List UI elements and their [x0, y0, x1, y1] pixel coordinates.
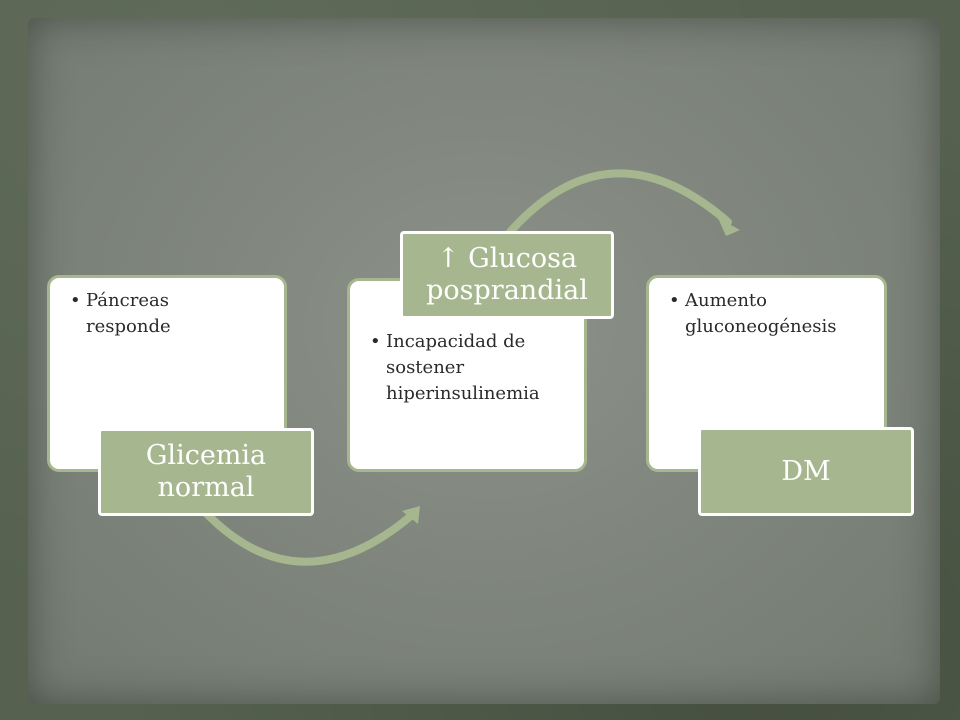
- arrow-bottom-head: [402, 506, 420, 524]
- step2-label-line2: posprandial: [426, 275, 588, 306]
- step2-bullet: Incapacidad de sostener hiperinsulinemia: [370, 329, 570, 407]
- arrow-top-2-to-3: [506, 169, 732, 236]
- step2-label: ↑ Glucosa posprandial: [400, 231, 614, 319]
- step1-bullet-list: Páncreas responde: [70, 288, 270, 340]
- step1-label-line2: normal: [157, 472, 255, 503]
- step3-label: DM: [698, 427, 914, 516]
- step1-label: Glicemia normal: [98, 428, 314, 516]
- step3-bullet-list: Aumento gluconeogénesis: [669, 288, 870, 340]
- step1-bullet: Páncreas responde: [70, 288, 236, 340]
- arrow-top-head: [718, 218, 740, 236]
- step3-label-line1: DM: [781, 455, 831, 487]
- arrow-bottom-1-to-2: [201, 508, 416, 566]
- step2-label-line1: ↑ Glucosa: [436, 243, 578, 274]
- step2-bullet-list: Incapacidad de sostener hiperinsulinemia: [370, 329, 570, 407]
- step3-bullet: Aumento gluconeogénesis: [669, 288, 870, 340]
- step1-label-line1: Glicemia: [145, 440, 267, 471]
